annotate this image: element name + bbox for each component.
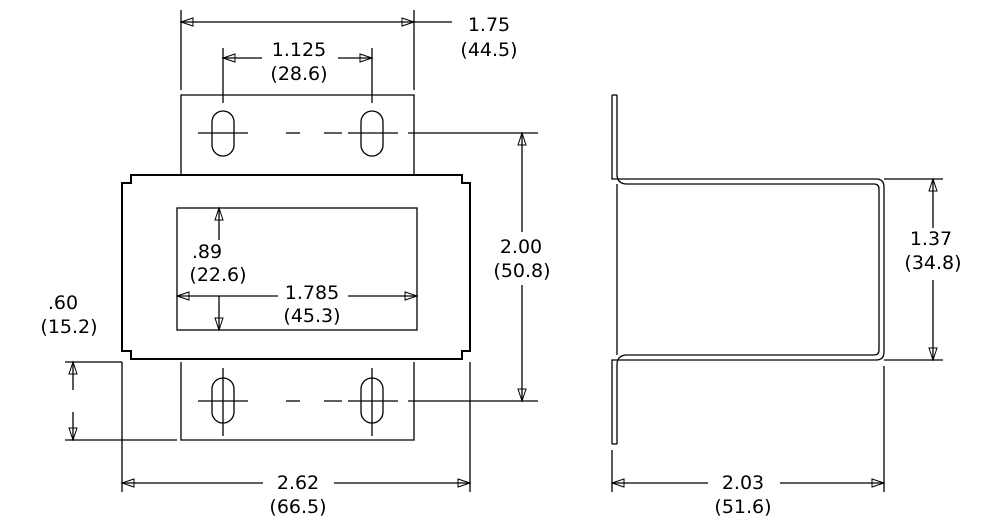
overall-width-mm: (66.5): [269, 496, 326, 518]
tab-width-inch: 1.75: [468, 14, 510, 36]
center-window: [176, 207, 418, 331]
side-height-inch: 1.37: [910, 228, 952, 250]
slot-spacing-inch: 1.125: [272, 39, 326, 61]
dim-overall-width: 2.62 (66.5): [121, 362, 471, 518]
slot-height-mm: (50.8): [493, 260, 550, 282]
tab-width-mm: (44.5): [460, 39, 517, 61]
slot-spacing-mm: (28.6): [270, 63, 327, 85]
side-view: [611, 94, 943, 445]
dim-window-width: 1.785 (45.3): [176, 282, 418, 327]
side-height-mm: (34.8): [904, 252, 961, 274]
dim-side-height: 1.37 (34.8): [904, 178, 962, 361]
window-width-mm: (45.3): [283, 305, 340, 327]
overall-width-inch: 2.62: [277, 472, 319, 494]
tab-height-inch: .60: [48, 292, 78, 314]
dim-side-depth: 2.03 (51.6): [611, 366, 885, 518]
bracket-outer-profile: [611, 95, 885, 444]
dim-tab-width: 1.75 (44.5): [180, 10, 518, 90]
side-depth-mm: (51.6): [714, 496, 771, 518]
dim-tab-height: .60 (15.2): [40, 292, 177, 441]
slot-height-inch: 2.00: [500, 236, 542, 258]
upper-tab: [180, 94, 415, 175]
window-width-inch: 1.785: [285, 282, 339, 304]
window-height-mm: (22.6): [189, 264, 246, 286]
dim-window-height: .89 (22.6): [189, 207, 247, 331]
main-body: [121, 174, 471, 360]
front-view: [121, 48, 538, 441]
bracket-inner-profile: [616, 95, 880, 444]
dim-slot-height: 2.00 (50.8): [493, 132, 551, 402]
side-depth-inch: 2.03: [722, 472, 764, 494]
dim-slot-spacing: 1.125 (28.6): [222, 39, 373, 85]
tab-height-mm: (15.2): [40, 316, 97, 338]
window-height-inch: .89: [192, 241, 222, 263]
